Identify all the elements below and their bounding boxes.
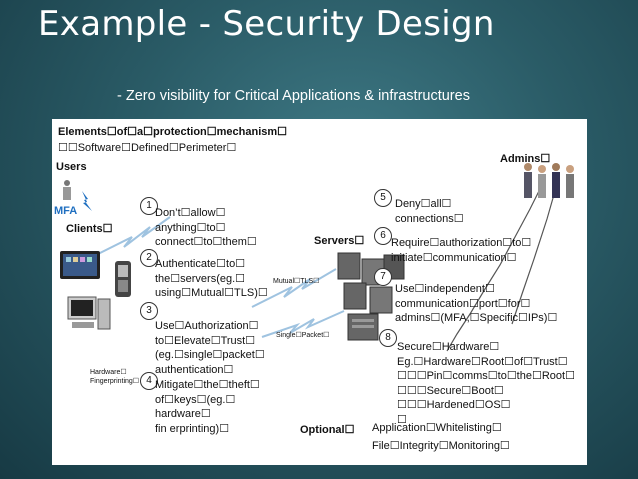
hardware-fingerprinting-label: Hardware☐ Fingerprinting☐ bbox=[90, 369, 140, 385]
step-1-text: Don’t☐allow☐ anything☐to☐ connect☐to☐the… bbox=[155, 207, 257, 248]
admins-label: Admins☐ bbox=[500, 153, 551, 165]
optional-label: Optional☐ bbox=[300, 424, 355, 436]
step-5-text: Deny☐all☐ connections☐ bbox=[395, 198, 464, 225]
step-number-7: 7 bbox=[374, 268, 392, 286]
step-2-text: Authenticate☐to☐ the☐servers(eg.☐ using☐… bbox=[155, 258, 268, 299]
step-7-text: Use☐independent☐ communication☐port☐for☐… bbox=[395, 283, 558, 324]
servers-label: Servers☐ bbox=[314, 235, 365, 247]
optional-items: Application☐Whitelisting☐ File☐Integrity… bbox=[372, 422, 510, 452]
step-number-5: 5 bbox=[374, 189, 392, 207]
step-number-2: 2 bbox=[140, 249, 158, 267]
step-number-3: 3 bbox=[140, 302, 158, 320]
lightning-connector-single-packet bbox=[261, 310, 345, 338]
security-diagram: Elements☐of☐a☐protection☐mechanism☐ ☐☐So… bbox=[52, 119, 587, 465]
admin-connector-line-2 bbox=[511, 183, 558, 325]
step-8-text: Secure☐Hardware☐ Eg.☐Hardware☐Root☐of☐Tr… bbox=[397, 341, 575, 426]
step-4-text: Mitigate☐the☐theft☐ of☐keys☐(eg.☐ hardwa… bbox=[155, 379, 260, 435]
step-number-6: 6 bbox=[374, 227, 392, 245]
diagram-connectors bbox=[82, 178, 558, 352]
lightning-connector-mutual-tls bbox=[251, 268, 337, 308]
step-6-text: Require☐authorization☐to☐ initiate☐commu… bbox=[391, 237, 532, 264]
step-number-4: 4 bbox=[140, 372, 158, 390]
step-number-1: 1 bbox=[140, 197, 158, 215]
desktop-computer-icon bbox=[67, 296, 111, 330]
server-icon bbox=[347, 313, 379, 341]
single-packet-label: Single☐Packet☐ bbox=[276, 332, 330, 339]
admins-group-icon bbox=[524, 163, 574, 198]
slide-subtitle: - Zero visibility for Critical Applicati… bbox=[117, 88, 470, 104]
tablet-icon bbox=[60, 251, 100, 279]
sdp-label: ☐☐Software☐Defined☐Perimeter☐ bbox=[58, 142, 237, 154]
admin-connector-line bbox=[446, 178, 546, 352]
elements-title: Elements☐of☐a☐protection☐mechanism☐ bbox=[58, 126, 288, 138]
slide-title: Example - Security Design bbox=[38, 4, 495, 44]
step-3-text: Use☐Authorization☐ to☐Elevate☐Trust☐ (eg… bbox=[155, 320, 265, 376]
users-label: Users bbox=[56, 161, 87, 173]
clients-label: Clients☐ bbox=[66, 223, 113, 235]
mfa-lightning-icon bbox=[82, 191, 92, 211]
step-number-8: 8 bbox=[379, 329, 397, 347]
mutual-tls-label: Mutual☐TLS☐ bbox=[273, 278, 320, 285]
mfa-label: MFA bbox=[54, 205, 78, 217]
lightning-connector-clients bbox=[91, 216, 171, 258]
mobile-phone-icon bbox=[115, 261, 131, 297]
user-figure-icon bbox=[63, 180, 71, 200]
